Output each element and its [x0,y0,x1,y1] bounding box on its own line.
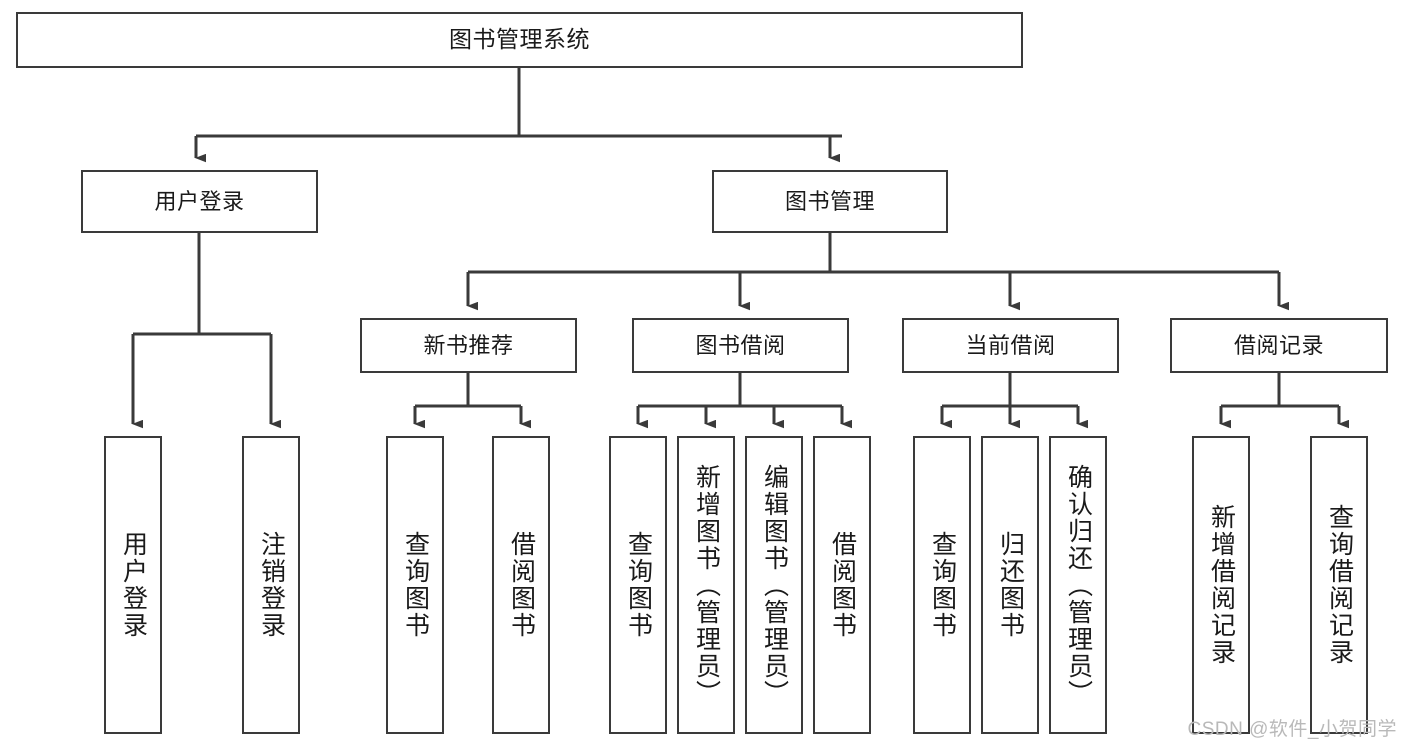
node-user-login[interactable]: 用户登录 [81,170,318,233]
watermark-csdn: CSDN @软件_小贺同学 [1187,719,1397,740]
node-user-login-leaf[interactable]: 用户登录 [104,436,162,734]
node-query-book-2[interactable]: 查询图书 [609,436,667,734]
node-new-book-recommend[interactable]: 新书推荐 [360,318,577,373]
node-label: 图书借阅 [695,332,786,358]
node-label: 新增图书（管理员） [692,463,721,707]
node-root-book-management-system[interactable]: 图书管理系统 [16,12,1023,68]
node-query-book-3[interactable]: 查询图书 [913,436,971,734]
node-user-logout-leaf[interactable]: 注销登录 [242,436,300,734]
node-borrow-book-1[interactable]: 借阅图书 [492,436,550,734]
node-borrow-book-2[interactable]: 借阅图书 [813,436,871,734]
node-label: 用户登录 [119,531,148,639]
node-label: 新增借阅记录 [1207,504,1236,666]
node-label: 确认归还（管理员） [1064,463,1093,707]
node-borrow-record[interactable]: 借阅记录 [1170,318,1388,373]
node-label: 查询图书 [401,531,430,639]
node-book-borrow[interactable]: 图书借阅 [632,318,849,373]
node-edit-book-admin[interactable]: 编辑图书（管理员） [745,436,803,734]
node-book-manage[interactable]: 图书管理 [712,170,948,233]
node-label: 用户登录 [154,188,245,214]
node-add-borrow-record[interactable]: 新增借阅记录 [1192,436,1250,734]
node-query-book-1[interactable]: 查询图书 [386,436,444,734]
node-add-book-admin[interactable]: 新增图书（管理员） [677,436,735,734]
node-label: 归还图书 [996,531,1025,639]
node-label: 图书管理系统 [449,26,590,53]
node-label: 新书推荐 [423,332,514,358]
node-confirm-return-admin[interactable]: 确认归还（管理员） [1049,436,1107,734]
node-label: 借阅记录 [1233,332,1324,358]
node-label: 借阅图书 [507,531,536,639]
node-label: 注销登录 [257,531,286,639]
node-current-borrow[interactable]: 当前借阅 [902,318,1119,373]
node-label: 编辑图书（管理员） [760,463,789,707]
node-label: 查询图书 [624,531,653,639]
node-query-borrow-record[interactable]: 查询借阅记录 [1310,436,1368,734]
node-label: 借阅图书 [828,531,857,639]
node-label: 当前借阅 [965,332,1056,358]
node-label: 查询借阅记录 [1325,504,1354,666]
node-return-book[interactable]: 归还图书 [981,436,1039,734]
node-label: 图书管理 [784,188,875,214]
node-label: 查询图书 [928,531,957,639]
